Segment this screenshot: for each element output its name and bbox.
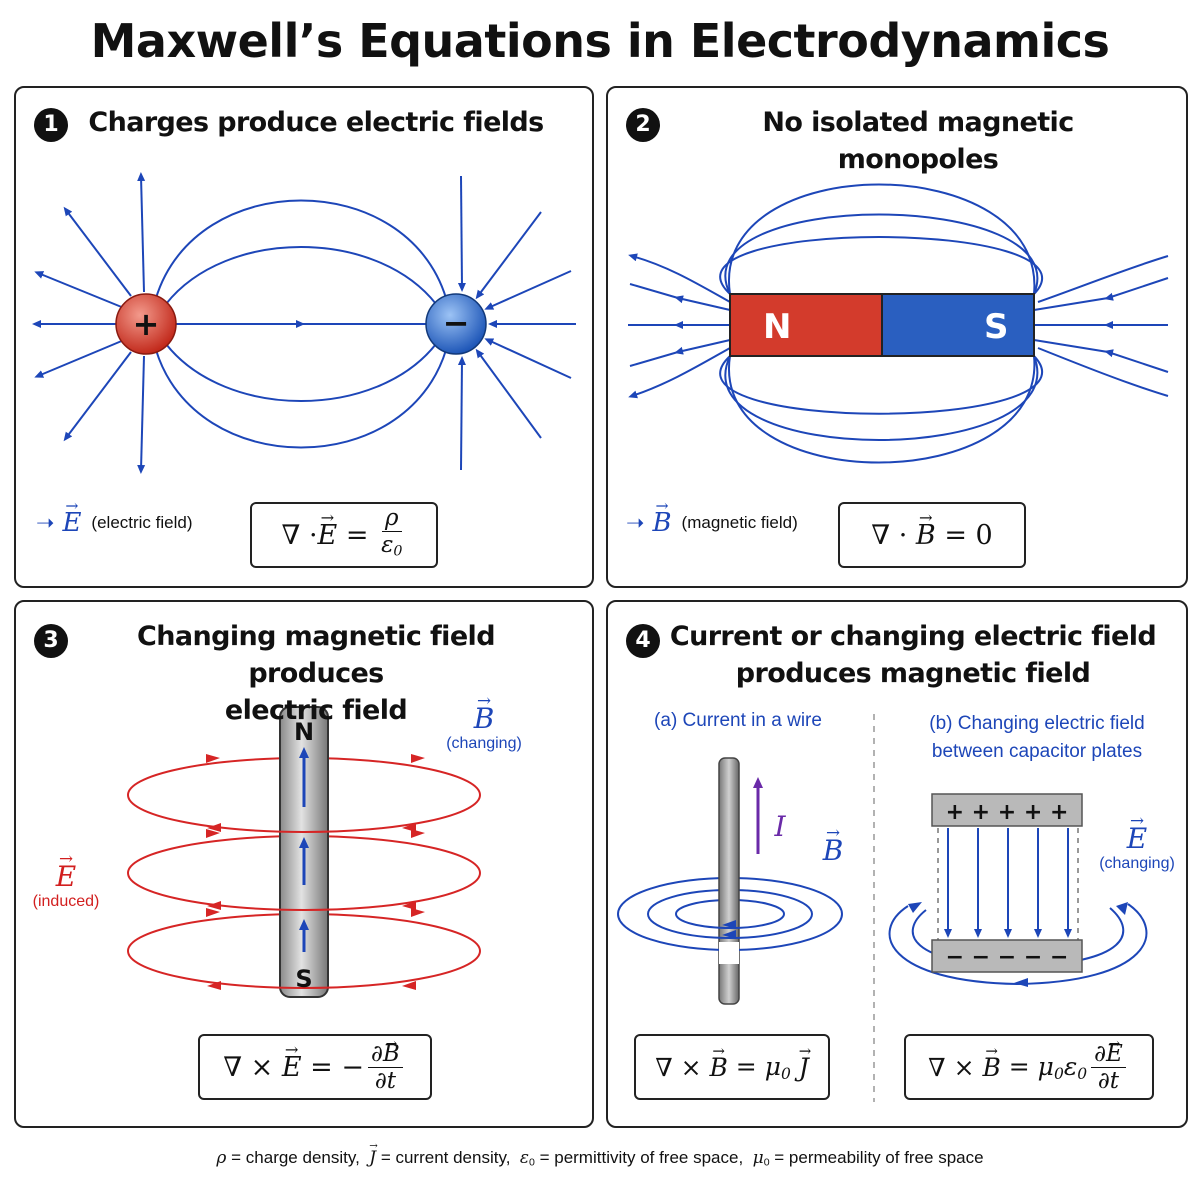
loop-arrow-icons bbox=[206, 754, 425, 990]
electric-field-lines bbox=[32, 172, 576, 474]
subtitle-a: (a) Current in a wire bbox=[654, 710, 822, 731]
panel-title: Current or changing electric field produ… bbox=[669, 621, 1157, 689]
legend-arrow-icon: ➝ bbox=[36, 510, 55, 535]
field-legend: ➝ B (magnetic field) bbox=[626, 497, 798, 538]
bar-magnet-field-diagram: N S bbox=[628, 183, 1169, 464]
induced-electric-loops-front bbox=[127, 794, 481, 989]
legend-symbol: B bbox=[652, 497, 671, 538]
wire-b-label: B bbox=[818, 822, 848, 867]
panel-number: 3 bbox=[34, 624, 68, 658]
legend-symbol: E bbox=[62, 497, 81, 538]
equation-no-monopoles: ∇ · B = 0 bbox=[838, 502, 1026, 568]
panel-title: No isolated magnetic monopoles bbox=[762, 107, 1074, 175]
page-title: Maxwell’s Equations in Electrodynamics bbox=[90, 14, 1110, 68]
symbol-legend-footer: ρ = charge density, J = current density,… bbox=[0, 1141, 1200, 1169]
e-induced-label: E (induced) bbox=[22, 848, 110, 911]
positive-sign: + bbox=[133, 305, 160, 343]
panel-title: Charges produce electric fields bbox=[88, 107, 544, 138]
negative-sign: − bbox=[443, 304, 470, 342]
panel-faraday: N S 3 Changing magnetic field produces e… bbox=[14, 600, 594, 1128]
panel-number: 1 bbox=[34, 108, 68, 142]
panel-gauss-electric: + − 1 Charges produce electric fields ➝ … bbox=[14, 86, 594, 588]
south-label: S bbox=[984, 307, 1009, 347]
magnet-south-label: S bbox=[295, 965, 312, 993]
equation-gauss-law: ∇ · E = ρ ε0 bbox=[250, 502, 438, 568]
faraday-induction-diagram: N S bbox=[127, 706, 481, 998]
equation-ampere-maxwell-law: ∇ × B = μ0ε0 ∂E ∂t bbox=[904, 1031, 1154, 1100]
magnetic-field-lines bbox=[628, 183, 1169, 464]
positive-charge bbox=[115, 293, 177, 355]
panel-title: Changing magnetic field produces electri… bbox=[137, 621, 495, 726]
b-changing-label: B (changing) bbox=[444, 690, 524, 753]
field-legend: ➝ E (electric field) bbox=[36, 497, 193, 538]
equation-ampere-law: ∇ × B = μ0 J bbox=[634, 1034, 830, 1100]
panel-ampere-maxwell: + + + + + − − − − − 4 Current or changin… bbox=[606, 600, 1188, 1128]
current-wire bbox=[718, 757, 740, 1005]
negative-plate bbox=[931, 939, 1083, 973]
panel-number: 4 bbox=[626, 624, 660, 658]
subtitle-b: (b) Changing electric field between capa… bbox=[929, 713, 1145, 762]
negative-plate-signs: − − − − − bbox=[946, 945, 1069, 970]
negative-charge bbox=[425, 293, 487, 355]
wire-gap bbox=[719, 942, 739, 964]
north-label: N bbox=[763, 307, 791, 347]
panel-number: 2 bbox=[626, 108, 660, 142]
dipole-field-diagram: + − bbox=[32, 172, 576, 474]
south-pole bbox=[881, 293, 1035, 357]
ampere-maxwell-diagram: + + + + + − − − − − bbox=[617, 714, 1148, 1102]
current-label: I bbox=[774, 810, 786, 843]
panel-gauss-magnetic: N S 2 No isolated magnetic monopoles ➝ B… bbox=[606, 86, 1188, 588]
magnet-north-label: N bbox=[294, 718, 314, 746]
equation-faraday-law: ∇ × E = − ∂B ∂t bbox=[198, 1031, 432, 1100]
legend-arrow-icon: ➝ bbox=[626, 510, 645, 535]
positive-plate bbox=[931, 793, 1083, 827]
capacitor-e-field-arrows bbox=[944, 828, 1072, 938]
legend-text: (magnetic field) bbox=[681, 513, 798, 532]
cap-e-label: E (changing) bbox=[1092, 810, 1182, 873]
legend-text: (electric field) bbox=[91, 513, 193, 532]
north-pole bbox=[729, 293, 883, 357]
positive-plate-signs: + + + + + bbox=[946, 800, 1069, 825]
